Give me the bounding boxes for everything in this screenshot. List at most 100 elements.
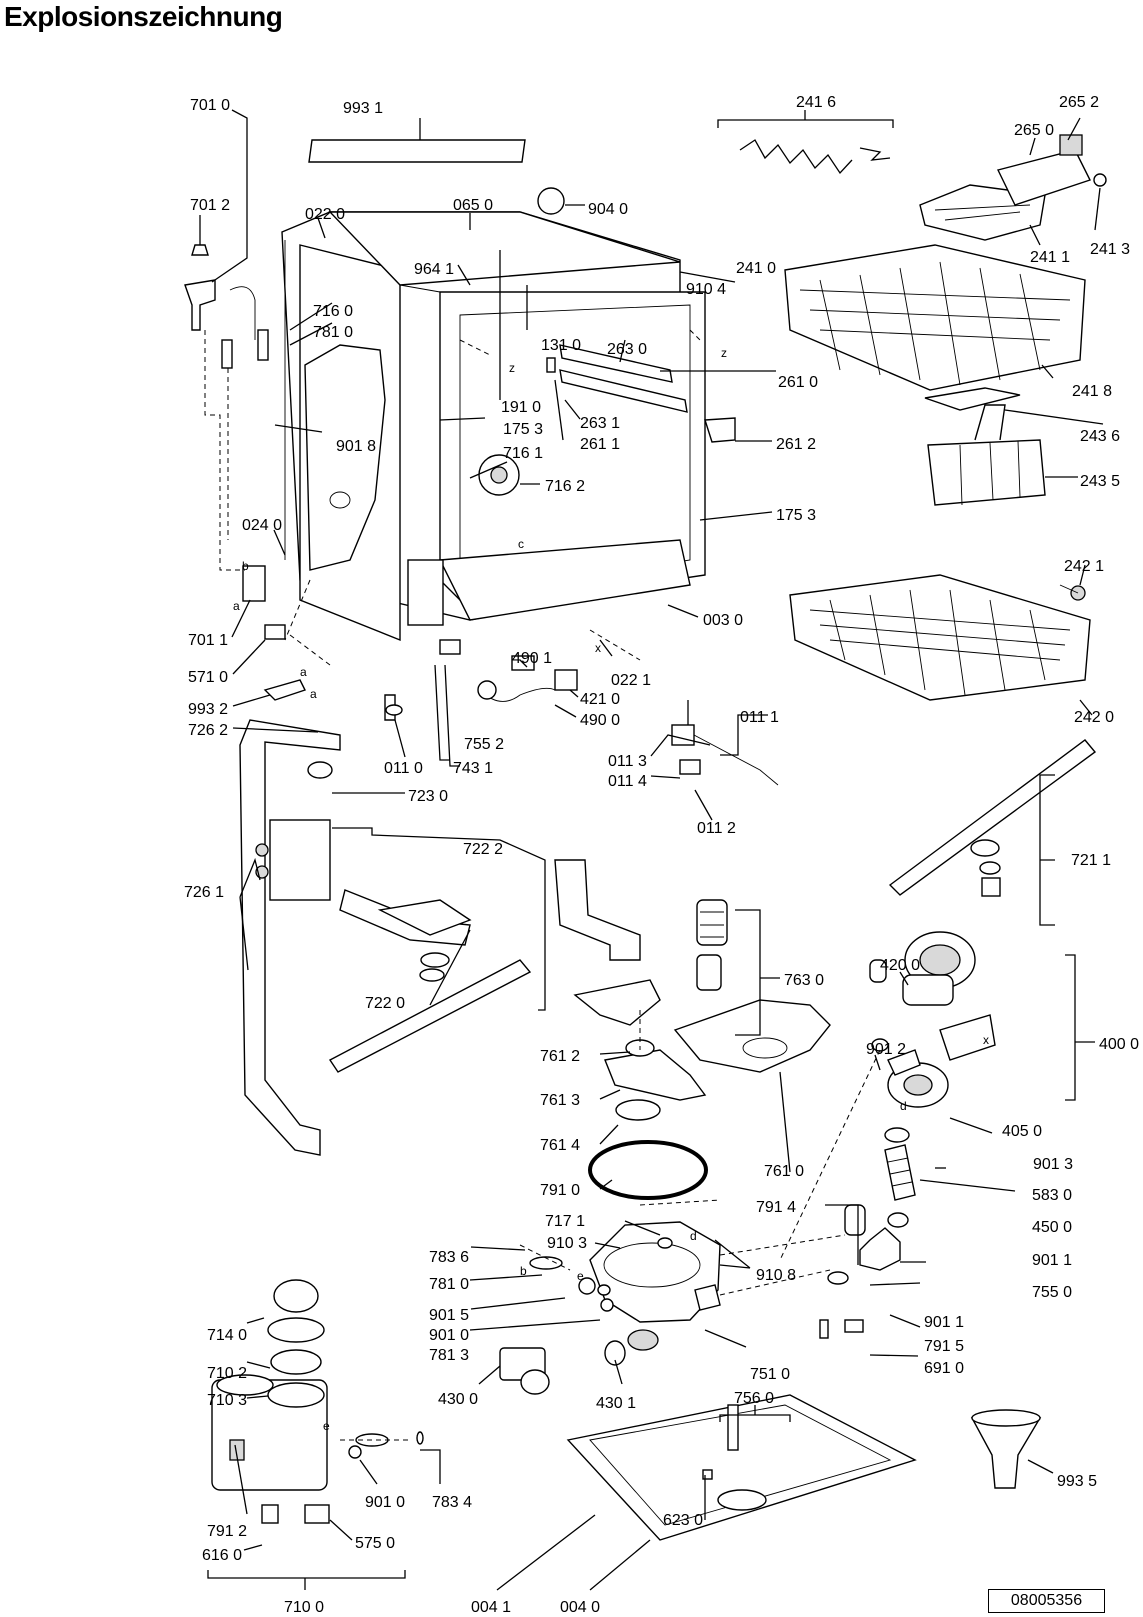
label-0110: 011 0: [384, 760, 423, 777]
label-6910: 691 0: [924, 1360, 964, 1377]
label-9011b: 901 1: [924, 1314, 964, 1331]
circulation-pump-4000: [869, 931, 996, 1061]
label-2421: 242 1: [1064, 558, 1104, 575]
label-7230: 723 0: [408, 788, 448, 805]
label-9108: 910 8: [756, 1267, 796, 1284]
marker-a: a: [233, 599, 240, 613]
label-0111: 011 1: [740, 709, 779, 726]
label-4900: 490 0: [580, 712, 620, 729]
label-9931: 993 1: [343, 100, 383, 117]
label-0030: 003 0: [703, 612, 743, 629]
marker-z: z: [721, 346, 727, 360]
spray-arm-upper-7211: [888, 739, 1097, 897]
label-9010a: 901 0: [429, 1327, 469, 1344]
label-4210: 421 0: [580, 691, 620, 708]
cutlery-basket-2435: [924, 387, 1046, 506]
label-7160: 716 0: [313, 303, 353, 320]
marker-b: b: [242, 559, 249, 573]
label-7431: 743 1: [453, 760, 493, 777]
label-7140: 714 0: [207, 1327, 247, 1344]
lower-basket-2420: [789, 574, 1091, 701]
rail-2650: [996, 134, 1107, 206]
label-7613: 761 3: [540, 1092, 580, 1109]
label-0040: 004 0: [560, 1599, 600, 1616]
label-6230: 623 0: [663, 1512, 703, 1529]
valve-4300: [499, 1340, 626, 1395]
label-7612: 761 2: [540, 1048, 580, 1065]
label-7915: 791 5: [924, 1338, 964, 1355]
label-7222: 722 2: [463, 841, 503, 858]
label-4901: 490 1: [512, 650, 552, 667]
label-4500: 450 0: [1032, 1219, 1072, 1236]
label-2652: 265 2: [1059, 94, 1099, 111]
label-6160: 616 0: [202, 1547, 242, 1564]
label-4301: 430 1: [596, 1395, 636, 1412]
marker-c: c: [518, 537, 524, 551]
assembly-dashed-lines: [204, 329, 881, 1441]
label-9641: 964 1: [414, 261, 454, 278]
marker-b: b: [520, 1264, 527, 1278]
label-7161: 716 1: [503, 445, 543, 462]
water-tube-7261: [239, 719, 341, 1156]
label-7912: 791 2: [207, 1523, 247, 1540]
label-7211: 721 1: [1071, 852, 1111, 869]
label-2435: 243 5: [1080, 473, 1120, 490]
spray-arm-lower-7220: [328, 952, 532, 1073]
label-2413: 241 3: [1090, 241, 1130, 258]
plate-7613: [604, 1039, 707, 1101]
label-7836: 783 6: [429, 1249, 469, 1266]
marker-x: x: [595, 641, 601, 655]
label-2610: 261 0: [778, 374, 818, 391]
spray-tube-7222: [339, 889, 472, 946]
label-7813: 781 3: [429, 1347, 469, 1364]
marker-d: d: [690, 1229, 697, 1243]
leader-lines: [199, 109, 1104, 1591]
label-2630: 263 0: [607, 341, 647, 358]
filter-plate-7612: [573, 979, 661, 1026]
label-9040: 904 0: [588, 201, 628, 218]
label-7100: 710 0: [284, 1599, 324, 1616]
label-9104: 910 4: [686, 281, 726, 298]
label-2631: 263 1: [580, 415, 620, 432]
label-7810b: 781 0: [429, 1276, 469, 1293]
label-9018: 901 8: [336, 438, 376, 455]
sump-7510: [589, 1221, 721, 1351]
label-7834: 783 4: [432, 1494, 472, 1511]
seal-7614: [615, 1099, 661, 1121]
label-0240: 024 0: [242, 517, 282, 534]
label-0220: 022 0: [305, 206, 345, 223]
label-2611: 261 1: [580, 436, 620, 453]
page-title: Explosionszeichnung: [4, 1, 283, 32]
label-7102: 710 2: [207, 1365, 247, 1382]
label-5750: 575 0: [355, 1535, 395, 1552]
label-0114: 011 4: [608, 773, 647, 790]
label-9012: 901 2: [866, 1041, 906, 1058]
label-9935: 993 5: [1057, 1473, 1097, 1490]
marker-a: a: [300, 665, 307, 679]
filter-7630: [696, 899, 728, 991]
label-5710: 571 0: [188, 669, 228, 686]
label-0112: 011 2: [697, 820, 736, 837]
base-plate-0040: [566, 1394, 917, 1541]
label-7614: 761 4: [540, 1137, 580, 1154]
label-7550: 755 0: [1032, 1284, 1072, 1301]
door-outline-panel: [304, 344, 386, 571]
part-number-labels: 701 0 993 1 241 6 265 2 265 0 701 2 022 …: [184, 94, 1139, 1616]
label-9015: 901 5: [429, 1307, 469, 1324]
label-2418: 241 8: [1072, 383, 1112, 400]
label-4300: 430 0: [438, 1391, 478, 1408]
feed-tube-center: [554, 859, 641, 961]
label-7103: 710 3: [207, 1392, 247, 1409]
label-2650: 265 0: [1014, 122, 1054, 139]
label-4000: 400 0: [1099, 1036, 1139, 1053]
spring-2416: [739, 139, 891, 175]
label-7810: 781 0: [313, 324, 353, 341]
label-9011a: 901 1: [1032, 1252, 1072, 1269]
misc-small-parts: [184, 187, 1079, 1459]
label-0650: 065 0: [453, 197, 493, 214]
marker-x: x: [983, 1033, 989, 1047]
label-7510: 751 0: [750, 1366, 790, 1383]
seal-ring-7910: [588, 1140, 708, 1200]
label-2612: 261 2: [776, 436, 816, 453]
elbow-7550: [827, 1204, 901, 1285]
